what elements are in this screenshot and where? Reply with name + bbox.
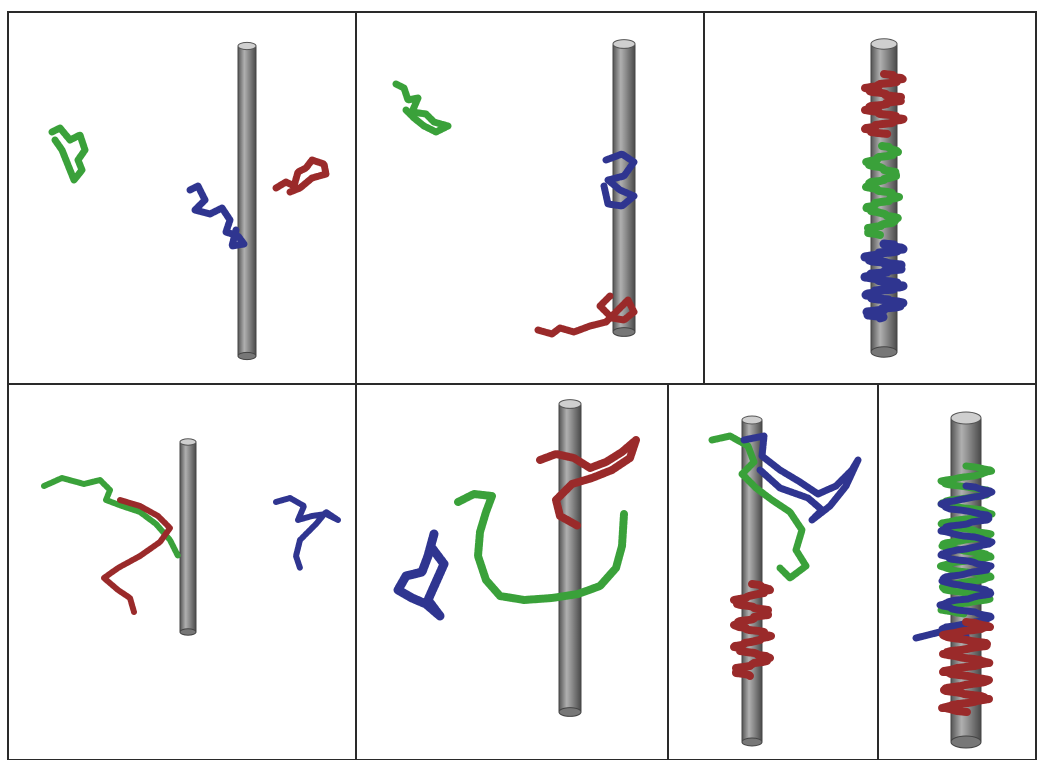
panel-f-frame xyxy=(667,383,879,760)
panel-d-rod xyxy=(179,438,197,636)
rods xyxy=(179,38,982,749)
panel-a-green-chain xyxy=(48,124,89,184)
panel-e-rod xyxy=(558,399,582,717)
panel-e-green-chain xyxy=(454,490,628,604)
panel-d-green-chain xyxy=(41,475,181,559)
panel-b-blue-chain xyxy=(600,150,638,210)
panel-a-rod xyxy=(237,41,257,361)
panel-frames xyxy=(7,11,1037,760)
panel-e-frame xyxy=(355,383,669,760)
panel-c-red-chain xyxy=(861,70,908,138)
panel-a-red-chain xyxy=(272,156,330,196)
panel-g-blue-chain xyxy=(912,482,996,642)
panel-b-green-chain xyxy=(392,80,452,136)
panel-d-blue-chain xyxy=(273,495,341,571)
panel-f-red-chain xyxy=(730,580,775,680)
panel-c-green-chain xyxy=(862,142,903,240)
panel-d-red-chain xyxy=(101,497,173,615)
panel-b-frame xyxy=(355,11,705,385)
panel-e-blue-chain xyxy=(393,529,449,621)
panel-c-blue-chain xyxy=(860,239,908,323)
panel-f-green-chain xyxy=(708,432,810,582)
panel-c-frame xyxy=(703,11,1037,385)
panel-b-red-chain xyxy=(534,292,638,338)
panel-f-blue-chain xyxy=(740,432,862,524)
panel-a-frame xyxy=(7,11,357,385)
panel-a-blue-chain xyxy=(186,182,248,250)
panel-g-red-chain xyxy=(938,618,994,716)
panel-e-red-chain xyxy=(536,436,640,530)
panel-g-frame xyxy=(877,383,1037,760)
chains xyxy=(41,70,996,716)
